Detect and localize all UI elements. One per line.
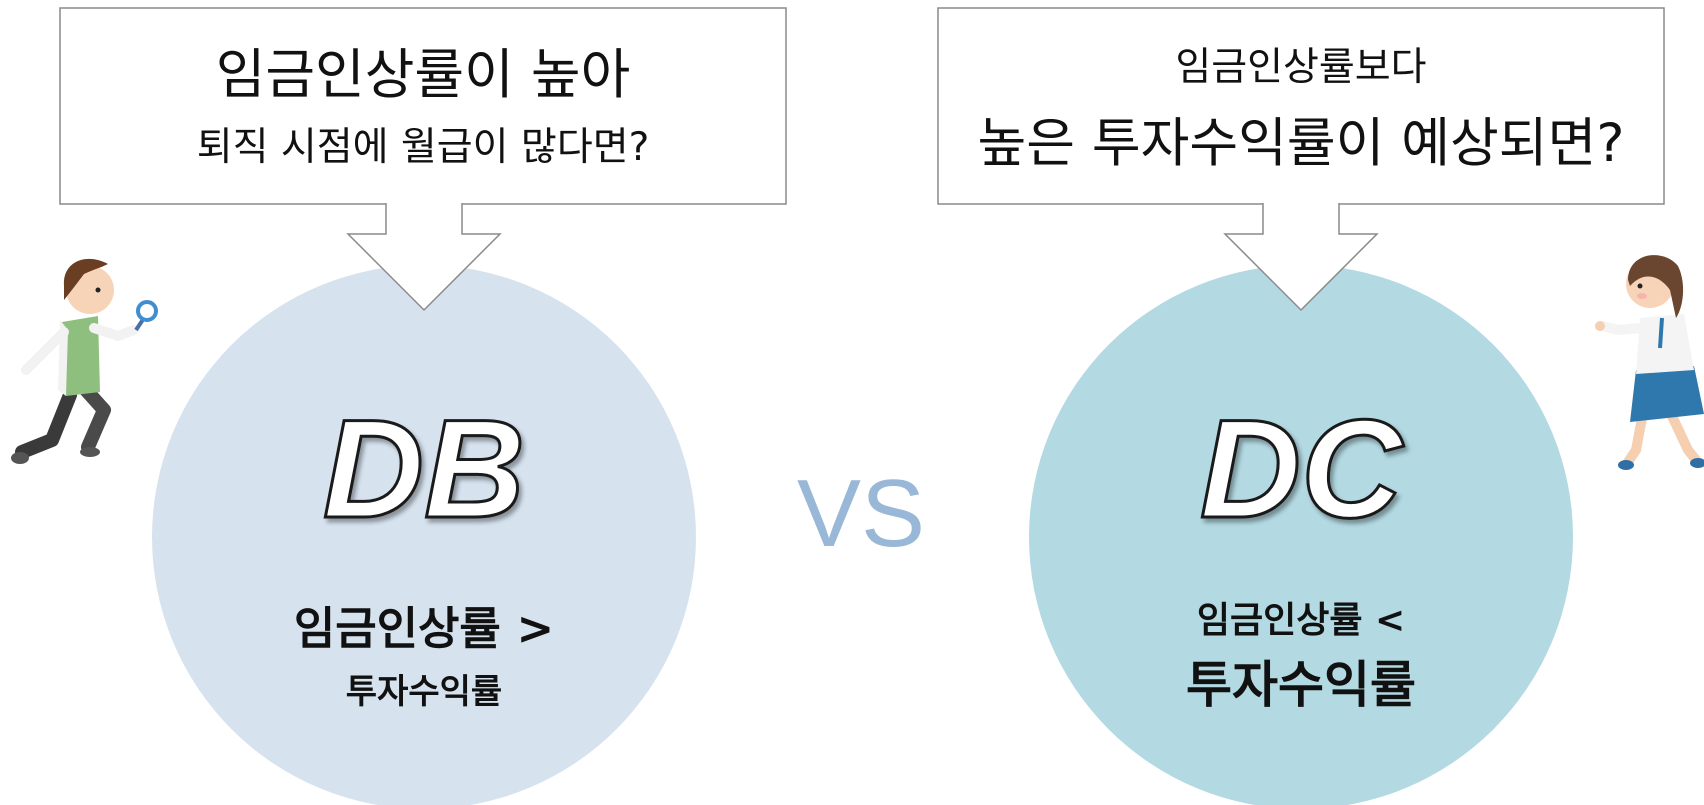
right-bubble-line2: 높은 투자수익률이 예상되면? <box>977 113 1625 174</box>
man-with-magnifier-illustration <box>11 258 158 464</box>
right-bubble-line1: 임금인상률보다 <box>1175 45 1427 90</box>
dc-condition-line2: 투자수익률 <box>1186 656 1416 714</box>
db-circle <box>152 265 696 805</box>
right-speech-box <box>937 7 1665 205</box>
vs-label: VS <box>797 460 925 567</box>
db-title: DB <box>323 390 525 547</box>
left-bubble-line2: 퇴직 시점에 월급이 많다면? <box>196 125 650 170</box>
dc-title: DC <box>1200 390 1404 547</box>
left-bubble-line1: 임금인상률이 높아 <box>215 43 631 106</box>
db-condition-line2: 투자수익률 <box>345 672 503 712</box>
left-speech-box <box>59 7 787 205</box>
dc-circle <box>1029 265 1573 805</box>
left-arrow-pointer <box>346 203 502 312</box>
right-arrow-pointer <box>1223 203 1379 312</box>
dc-condition-line1: 임금인상률 < <box>1196 600 1406 641</box>
woman-illustration <box>1595 255 1704 470</box>
db-condition-line1: 임금인상률 > <box>293 602 555 655</box>
